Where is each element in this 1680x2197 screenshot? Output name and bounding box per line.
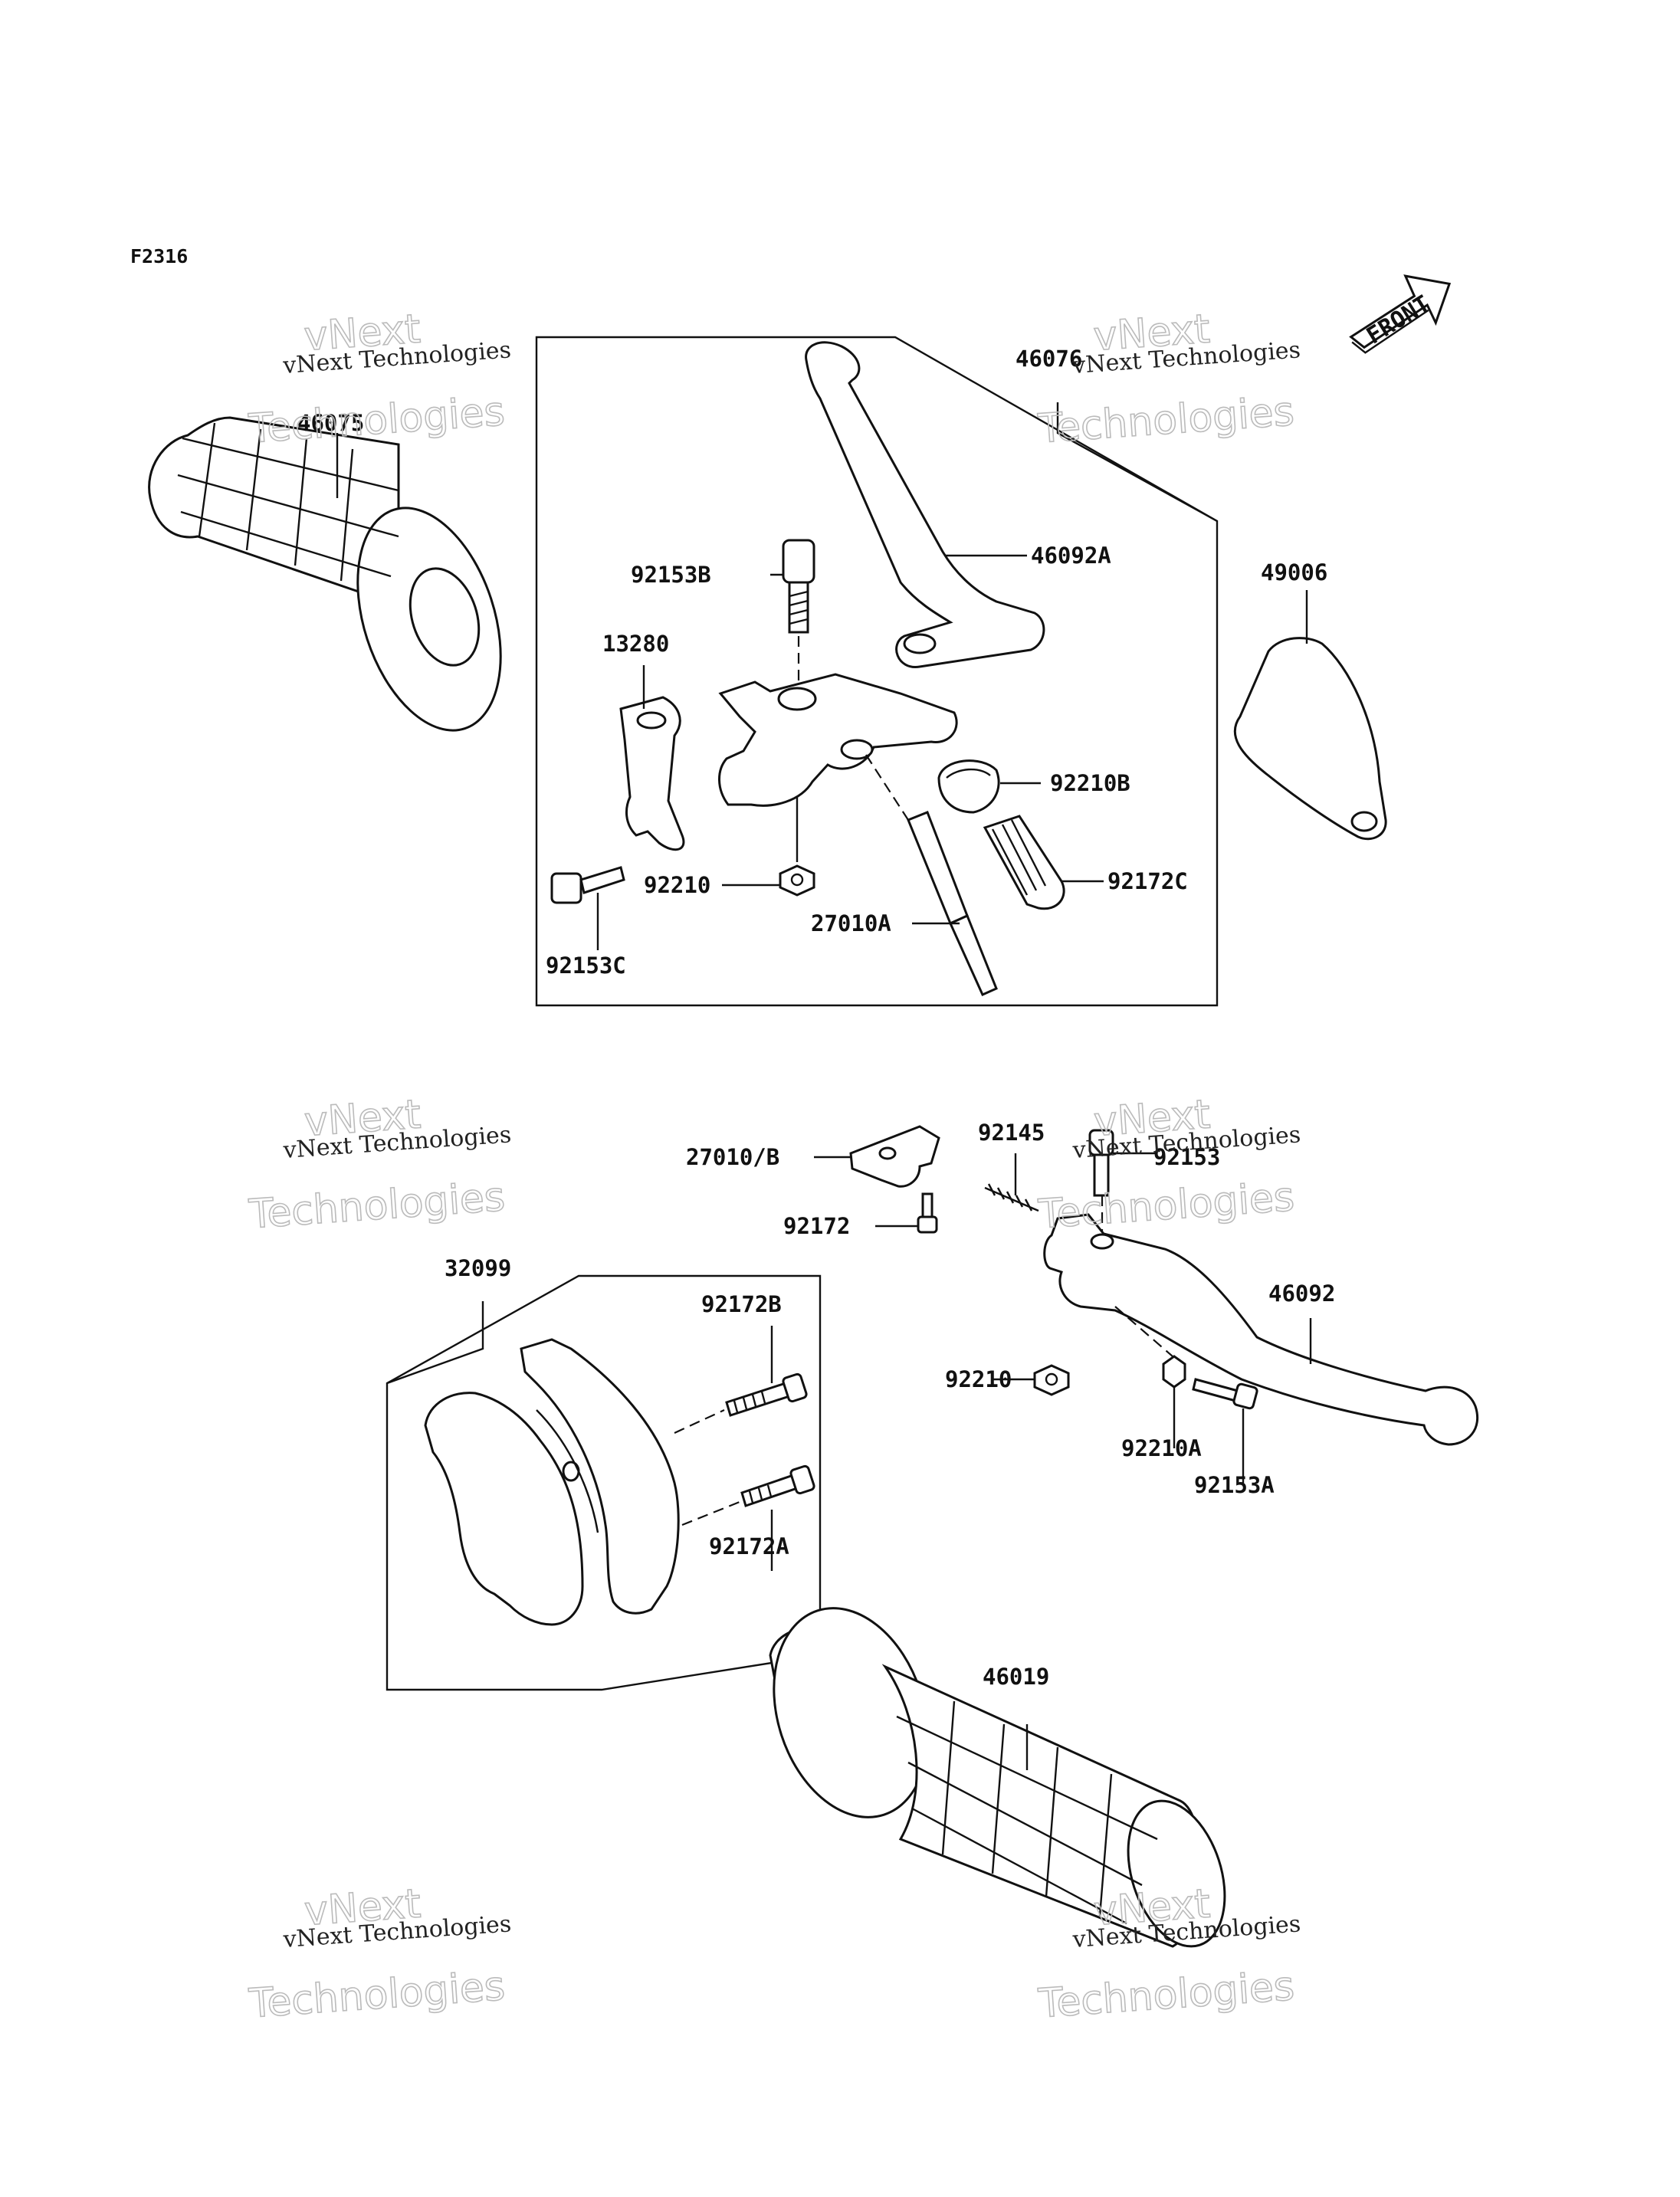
label-27010A: 27010A xyxy=(811,910,891,936)
clutch-lever-assembly-frame xyxy=(535,336,1219,1007)
screw-92172 xyxy=(917,1192,938,1234)
watermark-mid-left: vNext Technologies vNext Technologies xyxy=(247,1091,513,1238)
svg-text:vNext: vNext xyxy=(303,307,422,360)
label-92153B: 92153B xyxy=(631,562,711,588)
front-label: FRONT xyxy=(1362,290,1435,350)
label-32099: 32099 xyxy=(445,1255,511,1281)
adjuster-92210B xyxy=(937,759,1000,814)
label-92210A: 92210A xyxy=(1121,1435,1202,1461)
label-92153: 92153 xyxy=(1153,1144,1220,1170)
screw-92172A xyxy=(740,1464,815,1507)
label-92210B: 92210B xyxy=(1050,770,1130,796)
label-92210-top: 92210 xyxy=(644,872,710,898)
screw-92172B xyxy=(725,1372,808,1417)
bolt-92153C xyxy=(550,866,625,904)
svg-text:vNext: vNext xyxy=(1092,1092,1212,1146)
svg-text:Technologies: Technologies xyxy=(247,389,506,452)
lever-holder xyxy=(718,673,958,807)
nut-92210-bottom xyxy=(1033,1364,1070,1396)
label-92210-bottom: 92210 xyxy=(945,1366,1012,1392)
watermark-bottom-left: vNext Technologies vNext Technologies xyxy=(247,1881,513,2028)
label-46092: 46092 xyxy=(1268,1280,1335,1307)
bracket-13280 xyxy=(619,696,685,851)
svg-text:Technologies: Technologies xyxy=(1036,1174,1295,1238)
label-92172: 92172 xyxy=(783,1213,850,1239)
watermark-top-right: vNext Technologies vNext Technologies xyxy=(1035,306,1301,453)
nut-92210-top xyxy=(779,864,815,897)
watermark-bottom-right: vNext Technologies vNext Technologies xyxy=(1036,1881,1302,2028)
svg-text:Technologies: Technologies xyxy=(247,1174,506,1238)
svg-text:vNext: vNext xyxy=(1092,307,1212,360)
cable-27010A xyxy=(907,811,998,996)
label-92172C: 92172C xyxy=(1107,868,1188,894)
watermark-top-left: vNext Technologies vNext Technologies xyxy=(246,306,512,453)
svg-text:vNext: vNext xyxy=(303,1881,422,1935)
lever-46092A xyxy=(805,341,1045,668)
svg-text:Technologies: Technologies xyxy=(247,1963,506,2027)
cover-49006 xyxy=(1233,637,1387,841)
svg-text:Technologies: Technologies xyxy=(1036,389,1295,452)
label-92172B: 92172B xyxy=(701,1291,782,1317)
nut-92210A xyxy=(1162,1355,1186,1389)
spring-92145 xyxy=(984,1183,1039,1212)
label-46092A: 46092A xyxy=(1031,543,1111,569)
svg-text:vNext: vNext xyxy=(1092,1881,1212,1935)
switch-27010B xyxy=(849,1125,940,1188)
label-46075: 46075 xyxy=(297,410,364,436)
label-92172A: 92172A xyxy=(709,1533,789,1559)
bolt-92153 xyxy=(1088,1129,1114,1197)
lever-46092 xyxy=(1043,1213,1479,1446)
label-92153C: 92153C xyxy=(546,953,626,979)
label-13280: 13280 xyxy=(602,631,669,657)
label-46076: 46076 xyxy=(1016,346,1082,372)
adjuster-92172C xyxy=(983,815,1065,910)
label-27010B: 27010/B xyxy=(686,1144,779,1170)
front-arrow-icon: FRONT xyxy=(1349,274,1452,354)
label-49006: 49006 xyxy=(1261,559,1327,585)
label-92145: 92145 xyxy=(978,1120,1045,1146)
diagram-code: F2316 xyxy=(130,245,188,267)
grip-46075 xyxy=(148,416,502,732)
svg-text:vNext: vNext xyxy=(303,1092,422,1146)
label-92153A: 92153A xyxy=(1194,1472,1275,1498)
grip-46019 xyxy=(769,1607,1226,1948)
bolt-92153B xyxy=(782,539,815,634)
bolt-92153A xyxy=(1192,1378,1258,1410)
label-46019: 46019 xyxy=(983,1664,1049,1690)
svg-text:Technologies: Technologies xyxy=(1036,1963,1295,2027)
housing-32099 xyxy=(424,1338,680,1626)
